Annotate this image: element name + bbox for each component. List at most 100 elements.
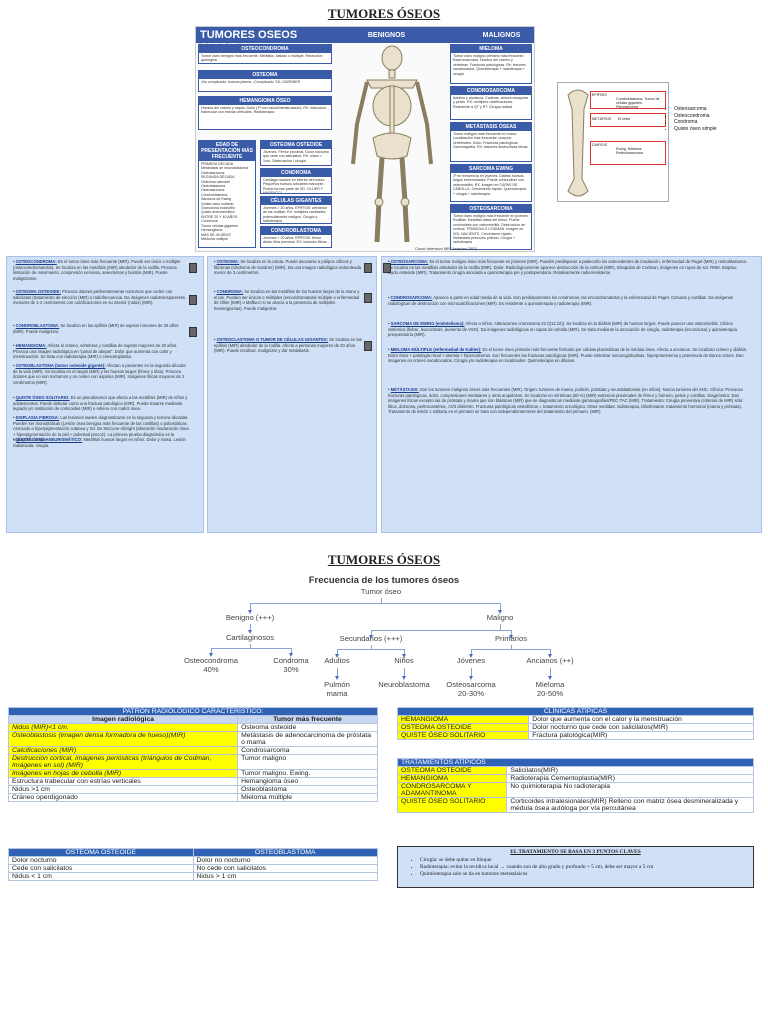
table-cell: Osteoma osteoide bbox=[237, 723, 378, 732]
flow-connector bbox=[211, 648, 212, 653]
tratamientos-title: TRATAMIENTOS ATÍPICOS bbox=[397, 758, 754, 767]
infographic-box-text: Tumor maligno más frecuente en hueso. Lo… bbox=[453, 132, 528, 150]
panel-item-text: Es un pseudotumor que afecta a las metáf… bbox=[13, 395, 188, 412]
table-cell: Imágenes en hojas de cebolla (MIR) bbox=[7, 769, 239, 778]
arrow-icon bbox=[469, 654, 473, 658]
age-list-item: Sarcoma de Ewing bbox=[201, 197, 232, 202]
flow-connector bbox=[371, 645, 372, 649]
flow-node: mama bbox=[326, 689, 348, 698]
credit: Curso Intensivo MIR Asturias 2003 bbox=[415, 246, 477, 251]
femur-list-item: Osteocondroma bbox=[674, 113, 717, 120]
clinicas-title: CLÍNICAS ATÍPICAS bbox=[397, 707, 754, 716]
arrow-icon bbox=[289, 653, 293, 657]
infographic-box-title: METÁSTASIS ÓSEAS bbox=[451, 123, 531, 131]
femur-list-item: Condroma bbox=[674, 119, 717, 126]
panel-item: • SARCOMA DE EWING (endotelioma): Afecta… bbox=[388, 321, 748, 338]
flow-connector bbox=[371, 630, 512, 631]
bullet-icon: • bbox=[388, 259, 391, 264]
flow-node: Jóvenes bbox=[456, 656, 486, 665]
table-cell: QUISTE ÓSEO SOLITARIO bbox=[396, 797, 508, 813]
panel-item-text: Es el tumor óseo más frecuente (MIR). Pu… bbox=[13, 259, 181, 281]
flow-connector bbox=[371, 630, 372, 635]
flow-connector bbox=[337, 649, 405, 650]
age-list-item: Osteosarcoma bbox=[201, 170, 225, 175]
table-row: Destrucción cortical, imágenes perióstic… bbox=[7, 754, 378, 770]
arrow-icon bbox=[402, 654, 406, 658]
xray-thumbnail bbox=[364, 293, 372, 303]
panel-item-name: OSTEOMA OSTEOIDE: bbox=[15, 289, 61, 294]
table-cell: Cede con salicilatos bbox=[8, 864, 194, 873]
flow-connector bbox=[550, 668, 551, 677]
panel-item: • CONDROSARCOMA: Aparece a partir en eda… bbox=[388, 295, 748, 306]
radiologic-pattern-table: PATRÓN RADIOLÓGICO CARACTERÍSTICO: Image… bbox=[7, 707, 378, 802]
femur-list-item: Osteosarcoma bbox=[674, 106, 717, 113]
age-list-item: ENTRE 20 Y 40 AÑOS bbox=[201, 214, 238, 219]
arrow-icon bbox=[369, 635, 373, 639]
age-list-item: Metástasis de neuroblastoma bbox=[201, 166, 248, 171]
flow-node: Maligno bbox=[486, 613, 514, 622]
panel-item-name: HEMANGIOMA: bbox=[15, 343, 47, 348]
flow-connector bbox=[550, 649, 551, 654]
panel-item: • QUISTE ÓSEO ANEURISMÁTICO: Metáfisis h… bbox=[13, 437, 191, 448]
table-cell: Tumor maligno. Ewing. bbox=[237, 769, 378, 778]
key-points-box: EL TRATAMIENTO SE BASA EN 3 PUNTOS CLAVE… bbox=[397, 846, 754, 888]
panel-item-name: CONDROSARCOMA: bbox=[390, 295, 433, 300]
femur-image bbox=[567, 89, 589, 197]
infographic-box-text: Cartílago maduro en interior del hueso. … bbox=[263, 178, 326, 194]
age-list-item: Granuloma eosinófilo bbox=[201, 206, 235, 211]
panel-item-name: OSTEOCONDROMA: bbox=[15, 259, 57, 264]
flow-node: 30% bbox=[283, 665, 299, 674]
infographic-box-title: MIELOMA bbox=[451, 45, 531, 53]
pattern-col1: Imagen radiológica bbox=[7, 715, 239, 724]
infographic-box-title: CONDROBLASTOMA bbox=[261, 227, 331, 235]
table-cell: HEMANGIOMA bbox=[396, 774, 508, 783]
panel-item: • OSTEOMA: Se localiza en la calota. Pue… bbox=[214, 259, 362, 276]
xray-thumbnail bbox=[364, 341, 372, 351]
infographic-box-title: CÉLULAS GIGANTES bbox=[261, 197, 331, 205]
table-cell: HEMANGIOMA bbox=[396, 715, 530, 724]
panel-item-text: Afecta a niños. Alteraciones cromosoma 2… bbox=[388, 321, 737, 338]
table-cell: Metástasis de adenocarcinoma de próstata… bbox=[237, 731, 378, 747]
bullet-icon: • bbox=[13, 415, 16, 420]
infographic-box: OSTEOMA¡No complicado: huesos planos. ¡C… bbox=[198, 70, 332, 92]
key-point: Radioterapia: evitar la recidiva local →… bbox=[420, 864, 753, 871]
table-cell: OSTEOMA OSTEOIDE bbox=[396, 723, 530, 732]
infographic-box-title: OSTEOMA bbox=[199, 71, 331, 79]
flow-node: Tumor óseo bbox=[360, 587, 402, 596]
table-cell: Calcificaciones (MIR) bbox=[7, 746, 239, 755]
flow-node: 20-30% bbox=[457, 689, 485, 698]
panel-item: • OSTEOBLASTOMA (tumor osteoide gigante)… bbox=[13, 363, 191, 385]
benign-header: BENIGNOS bbox=[367, 31, 406, 39]
table-cell: No quimioterapia No radioterapia bbox=[506, 782, 754, 798]
age-list-item: Tumor células gigantes bbox=[201, 223, 239, 228]
panel-item-name: SARCOMA DE EWING (endotelioma): bbox=[390, 321, 465, 326]
infographic-box-title: OSTEOCONDROMA bbox=[199, 45, 331, 53]
infographic-box-text: 2º en frecuencia en jóvenes. Diáfisis hu… bbox=[453, 174, 527, 196]
panel-item-name: MIELOMA MÚLTIPLE (enfermedad de Kahler): bbox=[390, 347, 482, 352]
infographic-title: TUMORES OSEOS bbox=[200, 29, 298, 41]
infographic-box-text: ¡No complicado: huesos planos. ¡Complica… bbox=[201, 80, 301, 84]
panel-item-text: Se localiza en las epífisis (MIR) de suj… bbox=[13, 323, 179, 334]
flow-connector bbox=[471, 668, 472, 677]
infographic-box-text: Huesos del cráneo y raquis. Dolor (1ª co… bbox=[201, 106, 327, 115]
flow-node: Osteocondroma bbox=[183, 656, 239, 665]
panel-item-text: Afectan a pacientes en la segunda década… bbox=[13, 363, 186, 385]
panel-item: • OSTEOSARCOMA: Es el tumor maligno óseo… bbox=[388, 259, 748, 276]
panel-item-name: QUISTE ÓSEO ANEURISMÁTICO: bbox=[15, 437, 83, 442]
table-cell: No cede con salicilatos bbox=[192, 864, 378, 873]
age-list-item: Osteoma osteoide bbox=[201, 179, 231, 184]
panel-item: • CONDROBLASTOMA: Se localiza en las epí… bbox=[13, 323, 191, 334]
key-points-title: EL TRATAMIENTO SE BASA EN 3 PUNTOS CLAVE… bbox=[510, 849, 641, 855]
